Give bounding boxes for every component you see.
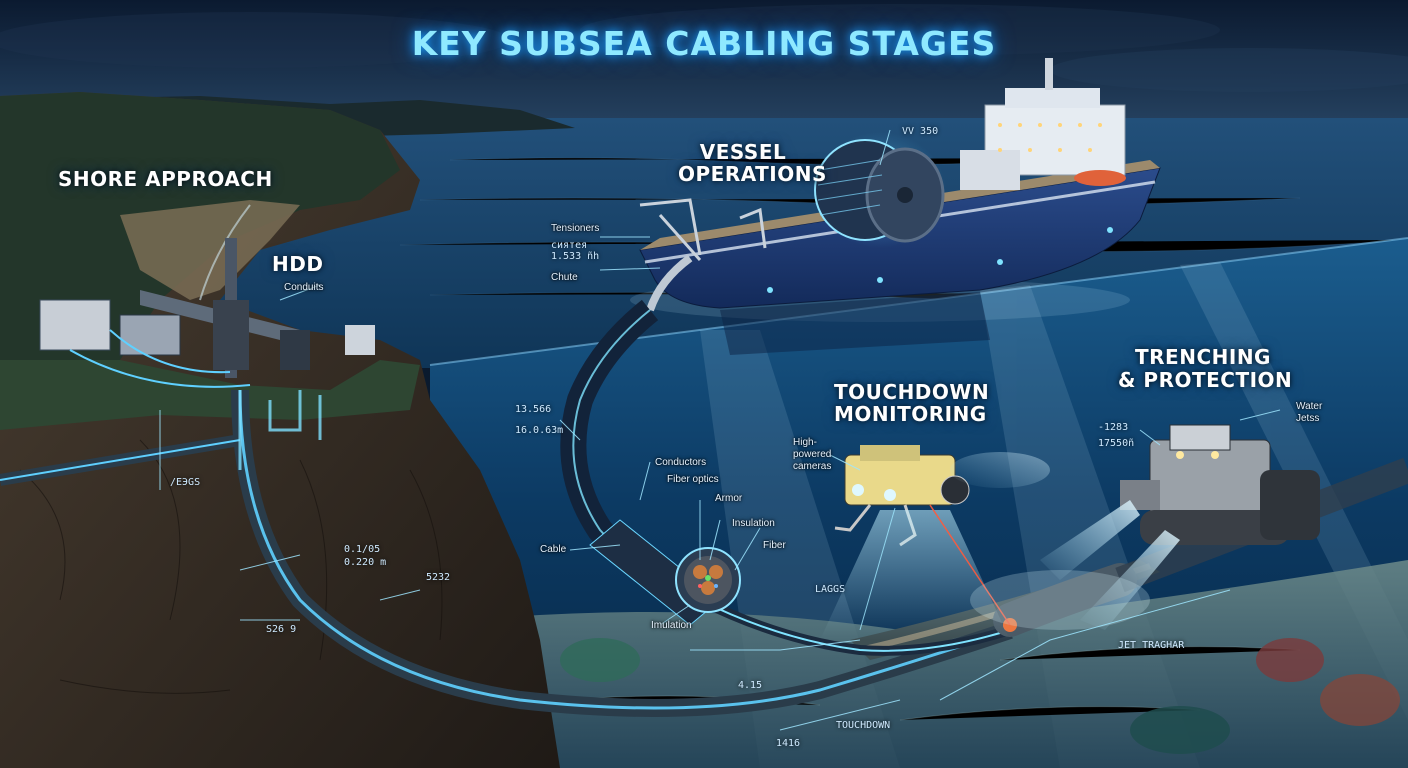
callout-cable-reading-a: 13.566 [515, 404, 552, 415]
callout-trench-reading-a: -1283 [1098, 422, 1129, 433]
stage-label-shore-approach: SHORE APPROACH [58, 167, 273, 191]
callout-pipe-code: 5232 [426, 572, 451, 583]
stage-label-touchdown-line2: MONITORING [834, 402, 987, 426]
callout-cameras-line1: High- [793, 437, 817, 448]
cable-to-touchdown-glow [699, 599, 1011, 652]
callout-conductors: Conductors [655, 457, 707, 468]
land-cable-glow [0, 439, 241, 481]
callout-touchdown-small-b: 4.15 [738, 680, 763, 691]
callout-armor: Armor [715, 493, 743, 504]
cable-reel-icon [814, 132, 946, 248]
callout-trench-reading-b: 17550ñ [1098, 438, 1135, 449]
callout-vessel-code: VV 350 [902, 126, 939, 137]
callout-cameras-line3: cameras [793, 461, 832, 472]
surf-line [199, 204, 251, 301]
callout-cameras-line2: powered [793, 449, 832, 460]
callout-water-jets-line2: Jetss [1296, 413, 1320, 424]
callout-insulation: Insulation [732, 518, 775, 529]
conduits [238, 390, 322, 470]
beach [120, 200, 300, 300]
lower-grass [0, 360, 420, 430]
callout-water-jets-line1: Water [1296, 401, 1323, 412]
callout-vessel-reading-a: сиятея [551, 240, 588, 251]
callout-fiber-optics: Fiber optics [667, 474, 719, 485]
cable-cross-section-icon [589, 519, 741, 626]
trenching-machine-icon [970, 424, 1320, 630]
stage-label-vessel-line2: OPERATIONS [678, 162, 827, 186]
callout-cable-reading-b: 16.0.63m [515, 425, 564, 436]
callout-hdd-reading-b: 0.220 m [344, 557, 387, 568]
drill-rig [39, 238, 375, 388]
callout-conduits: Conduits [284, 282, 324, 293]
callout-hdd-reading-a: 0.1/05 [344, 544, 381, 555]
callout-touchdown-tag: TOUCHDOWN [836, 720, 891, 731]
callout-leaders [159, 129, 1281, 731]
callout-chute: Chute [551, 272, 578, 283]
stage-label-trenching-line1: TRENCHING [1135, 345, 1271, 369]
callout-hdd-code: S26 9 [266, 624, 297, 635]
protection-sleeve [993, 563, 1137, 637]
stage-label-hdd: HDD [272, 252, 324, 276]
clouds [0, 4, 1408, 92]
stage-label-touchdown-line1: TOUCHDOWN [834, 380, 990, 404]
callout-tensioners: Tensioners [551, 223, 600, 234]
callout-touchdown-small-a: 1416 [776, 738, 801, 749]
callout-shore-code: /ЕЭGS [170, 477, 201, 488]
ship [630, 58, 1161, 355]
coral [560, 638, 1400, 754]
page-title: KEY SUBSEA CABLING STAGES [411, 24, 997, 63]
callout-cable: Cable [540, 544, 567, 555]
stage-label-vessel-line1: VESSEL [699, 140, 787, 164]
rov-icon [820, 445, 1050, 640]
callout-vessel-reading-b: 1.533 ñh [551, 251, 600, 262]
hdd-bore-glow [238, 389, 1011, 710]
callout-fiber: Fiber [763, 540, 786, 551]
callout-seabed-code-b: JET TRAGHAR [1118, 640, 1185, 651]
stage-label-trenching-line2: & PROTECTION [1118, 368, 1293, 392]
callout-inner-insulation: Imulation [651, 620, 692, 631]
callout-seabed-code-a: LAGGS [815, 584, 846, 595]
